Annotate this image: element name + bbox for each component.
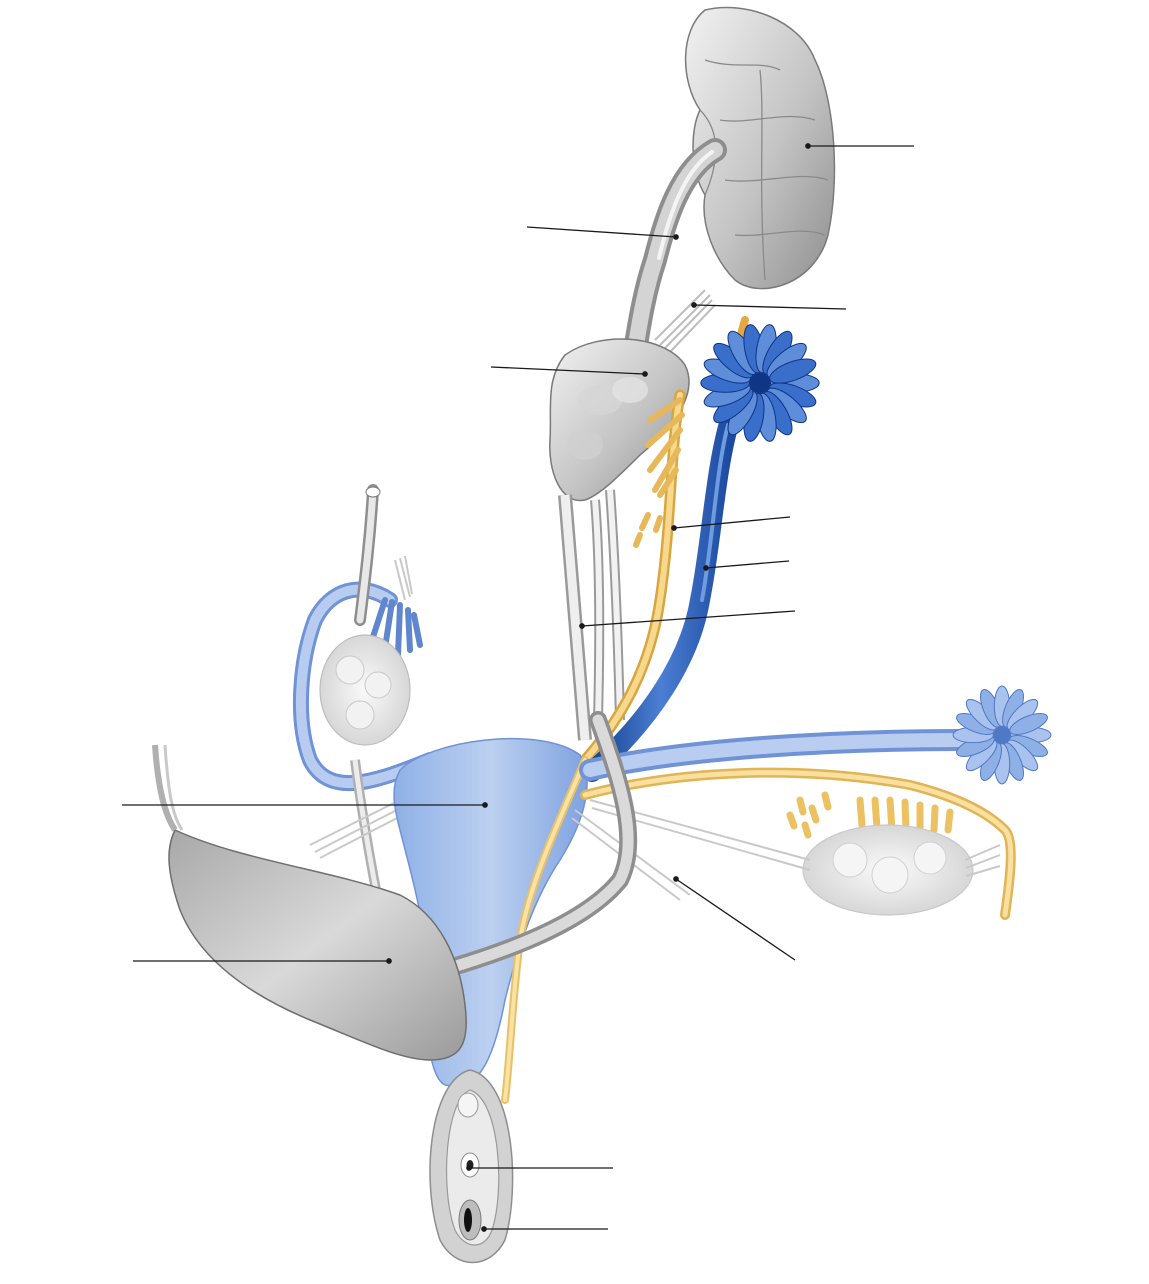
bladder <box>152 744 467 1061</box>
fimbria-core <box>993 726 1011 744</box>
right-ovary <box>802 824 1001 916</box>
gonad-upper <box>549 338 690 502</box>
fimbria-core <box>749 372 771 394</box>
fimbria-petal <box>1009 712 1048 735</box>
leader-dot-upper-opening <box>466 1165 472 1171</box>
fimbria-petal <box>769 358 817 384</box>
fimbria-right <box>952 685 1052 785</box>
leader-dot-gray-duct <box>579 623 585 629</box>
external-genitalia <box>429 1069 514 1264</box>
left-vessel <box>350 484 413 901</box>
leader-dot-gonad <box>642 371 648 377</box>
leader-line-nerves-upper <box>693 304 847 310</box>
nerve-fibers-upper <box>654 289 716 353</box>
fimbria-upper <box>700 324 820 442</box>
leader-line-ureter-upper <box>526 226 677 238</box>
leader-dot-kidney <box>805 143 811 149</box>
leader-dot-lower-opening <box>481 1226 487 1232</box>
leader-dot-uterus <box>482 802 488 808</box>
right-tube <box>579 729 1016 920</box>
leader-dot-blue-duct <box>703 565 709 571</box>
yellow-duct <box>579 316 749 766</box>
leader-line-gonad <box>490 366 646 375</box>
blue-duct <box>582 410 740 782</box>
left-fimbria <box>369 597 423 658</box>
leader-dot-ureter-upper <box>673 234 679 240</box>
leader-lines <box>122 143 914 1232</box>
ureter-lower <box>406 711 638 987</box>
left-ovary <box>319 634 411 746</box>
leader-line-blue-duct <box>705 560 790 569</box>
leader-line-gray-duct <box>581 610 796 627</box>
right-yellow-tubules <box>786 791 954 839</box>
leader-dot-yellow-duct <box>671 525 677 531</box>
leader-line-yellow-duct <box>673 516 791 529</box>
leader-line-ligament <box>675 878 796 961</box>
gray-ducts <box>558 489 625 741</box>
leader-dot-ligament <box>673 876 679 882</box>
leader-dot-nerves-upper <box>691 302 697 308</box>
kidney <box>684 6 836 290</box>
leader-dot-bladder <box>386 958 392 964</box>
ureter-upper <box>624 138 727 357</box>
